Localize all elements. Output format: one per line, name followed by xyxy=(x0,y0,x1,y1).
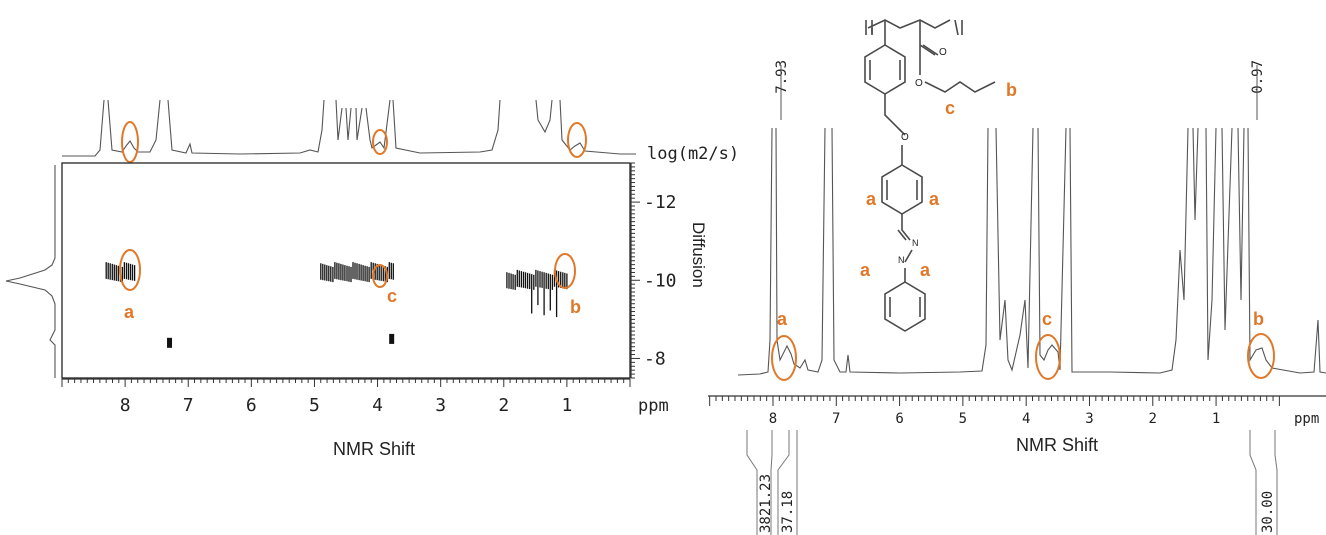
nmr-peak-label-c: c xyxy=(1042,309,1052,329)
dosy-x-tick-label: 7 xyxy=(183,395,194,416)
dosy-data-blobs xyxy=(105,262,568,348)
peak-pick-0-97: 0.97 xyxy=(1250,60,1266,94)
integral-30-00: 30.00 xyxy=(1260,491,1276,533)
integral-3821-23: 3821.23 xyxy=(758,474,774,533)
dosy-x-axis: 8 7 6 5 4 3 2 1 xyxy=(61,379,631,416)
dosy-y-axis-label: Diffusion xyxy=(689,222,708,288)
nmr-x-axis-label: NMR Shift xyxy=(1016,435,1098,455)
dosy-peak-label-a: a xyxy=(124,302,135,322)
dosy-x-tick-label: 2 xyxy=(498,395,509,416)
structure-label-c: c xyxy=(945,98,955,118)
dosy-data-band xyxy=(105,262,136,283)
svg-text:N: N xyxy=(912,238,919,248)
nmr-x-tick-label: 2 xyxy=(1149,411,1157,427)
dosy-ring-a xyxy=(119,249,141,291)
dosy-x-axis-label: NMR Shift xyxy=(333,439,415,459)
dosy-data-spot xyxy=(389,333,395,344)
chemical-structure: O N N O O b c a a a a xyxy=(860,19,1017,332)
dosy-plot-frame xyxy=(61,162,631,379)
nmr-peak-label-b: b xyxy=(1253,309,1264,329)
dosy-y-tick-label: -12 xyxy=(644,192,677,213)
nmr-panel: 7.93 0.97 a c b 8 7 6 5 4 3 2 1 ppm NMR Shift 3… xyxy=(708,19,1326,535)
nmr-ring-a xyxy=(771,335,797,381)
dosy-y-unit: log(m2/s) xyxy=(647,144,739,164)
dosy-top-projection xyxy=(62,99,636,157)
structure-label-a4: a xyxy=(920,260,931,280)
nmr-x-tick-label: 3 xyxy=(1085,411,1093,427)
structure-label-b: b xyxy=(1006,80,1017,100)
dosy-panel: log(m2/s) a c b -12 -10 -8 Diffusion 8 7 6 5 4… xyxy=(5,99,739,459)
structure-label-a2: a xyxy=(929,189,940,209)
structure-label-a3: a xyxy=(860,260,871,280)
svg-text:O: O xyxy=(901,132,909,143)
dosy-data-band xyxy=(506,269,568,318)
dosy-x-tick-label: 8 xyxy=(120,395,131,416)
nmr-x-tick-label: 4 xyxy=(1022,411,1030,427)
svg-text:N: N xyxy=(898,255,905,265)
dosy-y-tick-label: -8 xyxy=(644,348,666,369)
peak-pick-7-93: 7.93 xyxy=(774,60,790,94)
dosy-peak-label-b: b xyxy=(570,297,581,317)
nmr-spectrum-trace xyxy=(737,127,1326,376)
dosy-x-tick-label: 1 xyxy=(561,395,572,416)
svg-text:O: O xyxy=(939,47,947,58)
dosy-data-spot xyxy=(167,337,173,348)
dosy-top-ring-b xyxy=(567,122,587,158)
dosy-top-ring-c xyxy=(372,129,388,155)
dosy-x-tick-label: 3 xyxy=(435,395,446,416)
dosy-x-tick-label: 6 xyxy=(246,395,257,416)
dosy-left-projection xyxy=(5,165,56,378)
integral-37-18: 37.18 xyxy=(780,491,796,533)
structure-label-a1: a xyxy=(866,189,877,209)
nmr-ring-c xyxy=(1035,334,1061,380)
dosy-peak-label-c: c xyxy=(387,286,397,306)
integral-brackets xyxy=(746,430,1278,535)
nmr-x-tick-label: 6 xyxy=(895,411,903,427)
nmr-x-tick-label: 8 xyxy=(769,411,777,427)
nmr-peak-label-a: a xyxy=(777,309,788,329)
dosy-y-tick-label: -10 xyxy=(644,270,677,291)
dosy-x-unit: ppm xyxy=(638,396,669,416)
nmr-ring-b xyxy=(1247,333,1275,379)
nmr-x-tick-label: 7 xyxy=(832,411,840,427)
nmr-x-tick-label: 5 xyxy=(959,411,967,427)
nmr-x-tick-label: 1 xyxy=(1212,411,1220,427)
dosy-y-axis: -12 -10 -8 xyxy=(630,162,677,379)
dosy-data-band xyxy=(320,262,394,283)
nmr-x-axis: 8 7 6 5 4 3 2 1 xyxy=(709,396,1280,427)
svg-text:O: O xyxy=(915,78,923,89)
dosy-top-ring-a xyxy=(121,121,139,163)
nmr-x-unit: ppm xyxy=(1294,411,1319,427)
dosy-x-tick-label: 5 xyxy=(309,395,320,416)
dosy-ring-c xyxy=(372,264,388,288)
dosy-x-tick-label: 4 xyxy=(372,395,383,416)
dosy-ring-b xyxy=(554,253,576,289)
